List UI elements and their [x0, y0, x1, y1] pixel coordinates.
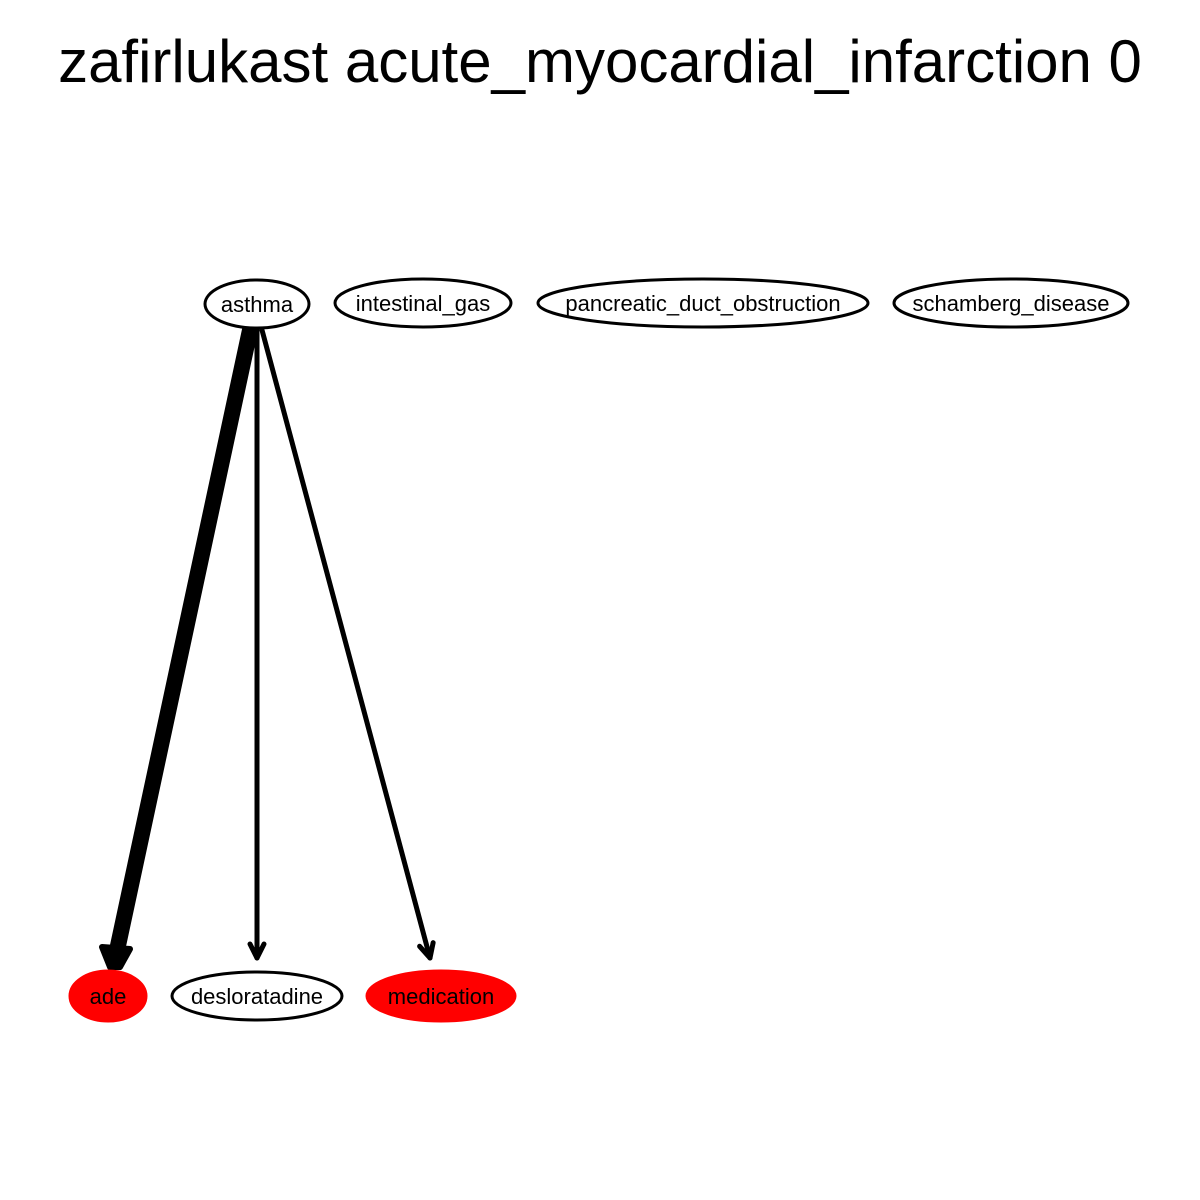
node-label: intestinal_gas [356, 291, 491, 316]
node-ellipse [892, 277, 1130, 329]
node-ade: ade [68, 969, 148, 1023]
node-label: medication [388, 984, 494, 1009]
edge-asthma-to-medication [259, 327, 436, 961]
node-ellipse [203, 278, 311, 330]
nodes-layer: asthma intestinal_gas pancreatic_duct_obst… [68, 277, 1130, 1023]
arrow-head [99, 944, 133, 970]
edge-asthma-to-desloratadine [247, 327, 267, 961]
node-ellipse [170, 970, 344, 1022]
node-schamberg_disease: schamberg_disease [892, 277, 1130, 329]
node-label: asthma [221, 292, 294, 317]
edge-line [108, 322, 258, 963]
node-ellipse [536, 277, 870, 329]
node-pancreatic_duct_obstruction: pancreatic_duct_obstruction [536, 277, 870, 329]
edge-asthma-to-ade [99, 322, 258, 970]
node-intestinal_gas: intestinal_gas [333, 277, 513, 329]
node-desloratadine: desloratadine [170, 970, 344, 1022]
node-medication: medication [365, 969, 517, 1023]
node-ellipse [333, 277, 513, 329]
node-label: ade [90, 984, 127, 1009]
edges-layer [99, 322, 436, 970]
diagram-title: zafirlukast acute_myocardial_infarction … [58, 28, 1142, 95]
arrow-head [247, 941, 267, 961]
node-label: desloratadine [191, 984, 323, 1009]
node-ellipse [365, 969, 517, 1023]
node-label: schamberg_disease [913, 291, 1110, 316]
edge-line [259, 327, 433, 961]
node-ellipse [68, 969, 148, 1023]
arrow-head [417, 940, 436, 961]
node-asthma: asthma [203, 278, 311, 330]
node-label: pancreatic_duct_obstruction [565, 291, 840, 316]
